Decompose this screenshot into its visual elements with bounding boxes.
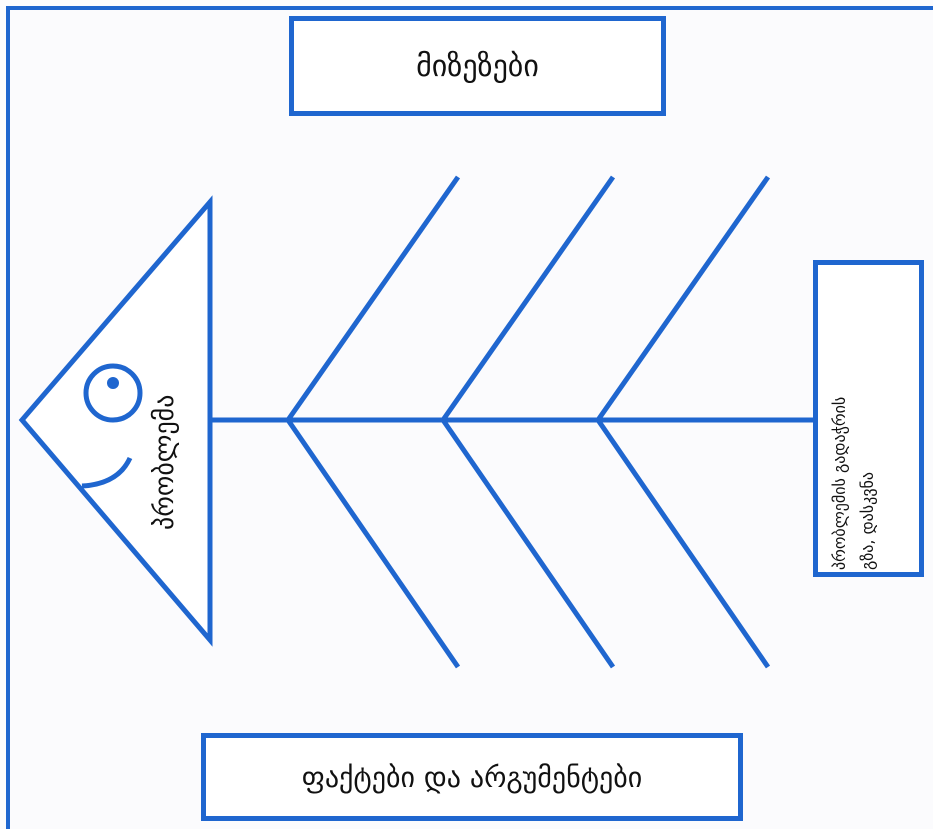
upper-bone-3	[595, 175, 771, 422]
fish-eye	[83, 363, 143, 423]
upper-bone-2	[440, 175, 616, 422]
lower-bone-3	[595, 418, 771, 669]
facts-title: ფაქტები და არგუმენტები	[301, 760, 643, 794]
lower-bone-2	[440, 418, 616, 669]
fish-pupil	[107, 377, 119, 389]
causes-box: მიზეზები	[289, 16, 666, 116]
fish-mouth	[81, 456, 133, 489]
problem-label: პრობლემა	[150, 394, 180, 530]
upper-bone-1	[285, 175, 461, 422]
lower-bone-1	[285, 418, 461, 669]
solution-box: პრობლემის გადაჭრის გზა, დასკვნა	[813, 260, 924, 577]
solution-text-line-2: გზა, დასკვნა	[858, 471, 877, 570]
facts-box: ფაქტები და არგუმენტები	[201, 733, 743, 821]
causes-title: მიზეზები	[416, 48, 539, 84]
solution-text-line-1: პრობლემის გადაჭრის	[830, 396, 849, 570]
